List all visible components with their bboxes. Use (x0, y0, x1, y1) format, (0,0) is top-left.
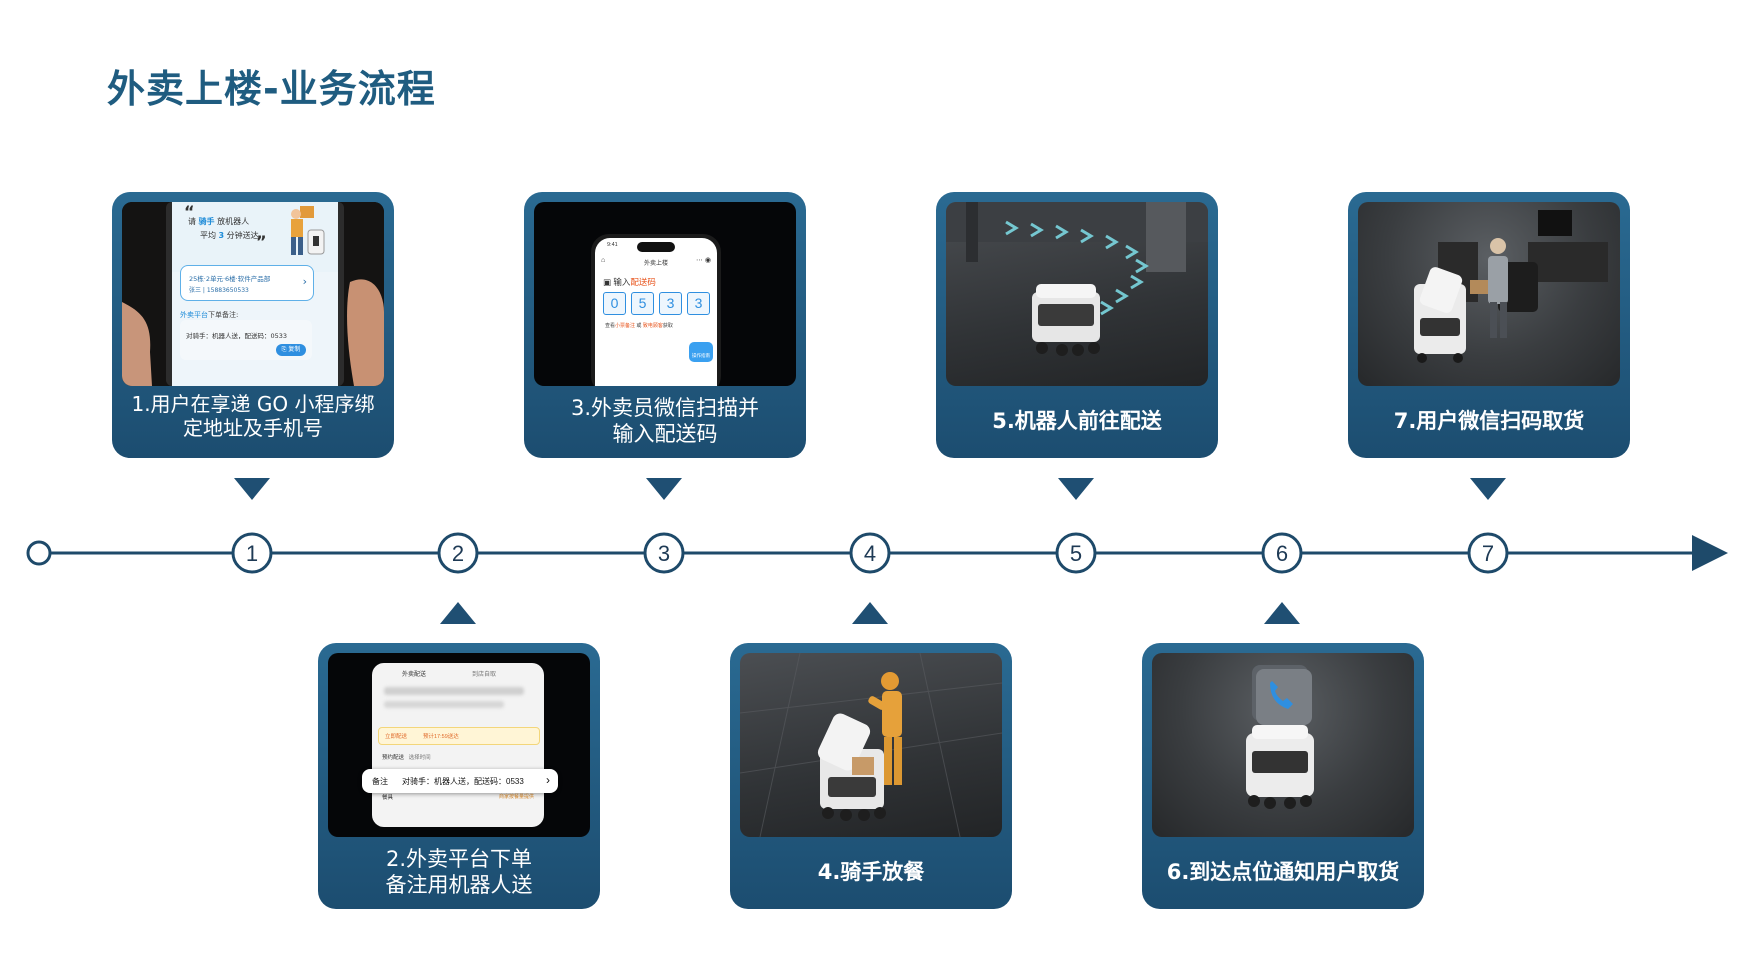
code-digit-3[interactable]: 3 (659, 292, 682, 315)
code-digit-2[interactable]: 5 (631, 292, 654, 315)
step-6-caption: 6.到达点位通知用户取货 (1166, 860, 1400, 884)
step-5-image (946, 202, 1208, 386)
step-5-caption: 5.机器人前往配送 (992, 409, 1162, 433)
code-digit-4[interactable]: 3 (687, 292, 710, 315)
option-now[interactable]: 立即配送 预计17:59送达 (378, 727, 540, 745)
step-pointer-4 (852, 602, 888, 624)
quote-open: “ (184, 202, 195, 221)
timeline-node-2 (437, 532, 479, 574)
step-1-image: “ 请 骑手 放机器人 平均 3 分钟送达 ” (122, 202, 384, 386)
step-card-6: 6.到达点位通知用户取货 (1142, 643, 1424, 909)
timeline-node-label-4: 4 (864, 541, 876, 566)
chevron-right-icon: › (546, 773, 550, 787)
step-card-2: 外卖配送 到店自取 立即配送 预计17:59送达 预约配送 选择时间 餐具 商家… (318, 643, 600, 909)
slogan-line-1: 请 骑手 放机器人 (188, 217, 250, 226)
note-text: 对骑手：机器人送，配送码：0533 (186, 332, 288, 340)
timeline-node-1 (231, 532, 273, 574)
timeline-node-label-3: 3 (658, 541, 670, 566)
step-1-caption: 1.用户在享递 GO 小程序绑定地址及手机号 (131, 392, 375, 440)
note-bar-label: 备注 (372, 777, 388, 786)
tab-pickup[interactable]: 到店自取 (472, 672, 497, 678)
step-card-5: 5.机器人前往配送 (936, 192, 1218, 458)
timeline-node-label-5: 5 (1070, 541, 1082, 566)
slogan-line-2: 平均 3 分钟送达 (200, 231, 259, 240)
step-3-caption: 3.外卖员微信扫描并输入配送码 (570, 396, 760, 446)
note-bar[interactable]: 备注 对骑手：机器人送，配送码：0533 › (362, 769, 558, 793)
timeline-node-label-2: 2 (452, 541, 464, 566)
step-pointer-6 (1264, 602, 1300, 624)
timeline-start-node (26, 540, 52, 566)
step-4-image (740, 653, 1002, 837)
order-sheet: 外卖配送 到店自取 立即配送 预计17:59送达 预约配送 选择时间 餐具 商家… (372, 663, 544, 827)
timeline-node-7 (1467, 532, 1509, 574)
chevron-right-icon: › (302, 275, 307, 288)
step-6-image (1152, 653, 1414, 837)
app-title: 外卖上楼 (643, 261, 668, 267)
input-hint: 查看小票备注 或 致电顾客获取 (605, 323, 673, 329)
copy-icon: ⎘ (281, 346, 287, 353)
timeline-node-label-6: 6 (1276, 541, 1288, 566)
tableware-value[interactable]: 商家按餐量提供 (498, 794, 534, 800)
input-label: ▣ 输入配送码 (603, 277, 656, 287)
option-schedule[interactable]: 预约配送 选择时间 (382, 755, 431, 761)
address-text: 25栋·2单元·6楼·软件产品部 (189, 275, 271, 283)
blurred-address (384, 687, 524, 695)
step-2-image: 外卖配送 到店自取 立即配送 预计17:59送达 预约配送 选择时间 餐具 商家… (328, 653, 590, 837)
note-label: 外卖平台下单备注: (180, 311, 239, 319)
step-pointer-1 (234, 478, 270, 500)
blurred-address-2 (384, 701, 504, 708)
copy-button[interactable]: ⎘ 复制 (276, 344, 306, 356)
step-pointer-7 (1470, 478, 1506, 500)
timeline-node-label-1: 1 (246, 541, 258, 566)
timeline-node-label-7: 7 (1482, 541, 1494, 566)
status-time: 9:41 (607, 242, 618, 248)
note-bar-text: 对骑手：机器人送，配送码：0533 (402, 777, 524, 786)
step-7-caption: 7.用户微信扫码取货 (1393, 409, 1585, 433)
dynamic-island (637, 242, 675, 252)
step-card-7: 7.用户微信扫码取货 (1348, 192, 1630, 458)
step-2-caption: 2.外卖平台下单备注用机器人送 (385, 847, 533, 897)
more-icon[interactable]: ⋯ ◉ (695, 257, 711, 264)
step-card-1: “ 请 骑手 放机器人 平均 3 分钟送达 ” (112, 192, 394, 458)
tableware-label: 餐具 (382, 795, 394, 801)
step-7-image (1358, 202, 1620, 386)
quote-close: ” (256, 232, 267, 251)
step-4-caption: 4.骑手放餐 (817, 860, 925, 884)
step-card-4: 4.骑手放餐 (730, 643, 1012, 909)
timeline-node-4 (849, 532, 891, 574)
note-box: 对骑手：机器人送，配送码：0533 ⎘ 复制 (180, 320, 312, 360)
step-pointer-5 (1058, 478, 1094, 500)
timeline-node-6 (1261, 532, 1303, 574)
courier-illustration (291, 206, 325, 255)
tab-delivery[interactable]: 外卖配送 (402, 672, 427, 678)
timeline-arrow-head (1692, 535, 1728, 571)
step-pointer-3 (646, 478, 682, 500)
page-title: 外卖上楼-业务流程 (107, 67, 436, 111)
help-badge[interactable]: 操作指南 (689, 342, 713, 362)
timeline-node-3 (643, 532, 685, 574)
address-card[interactable]: 25栋·2单元·6楼·软件产品部 张三 | 15883650533 › (180, 265, 314, 301)
lock-icon: ▣ (603, 277, 612, 287)
timeline-node-5 (1055, 532, 1097, 574)
step-pointer-2 (440, 602, 476, 624)
home-icon[interactable]: ⌂ (601, 257, 606, 264)
contact-text: 张三 | 15883650533 (189, 287, 249, 294)
code-digit-1[interactable]: 0 (603, 292, 626, 315)
